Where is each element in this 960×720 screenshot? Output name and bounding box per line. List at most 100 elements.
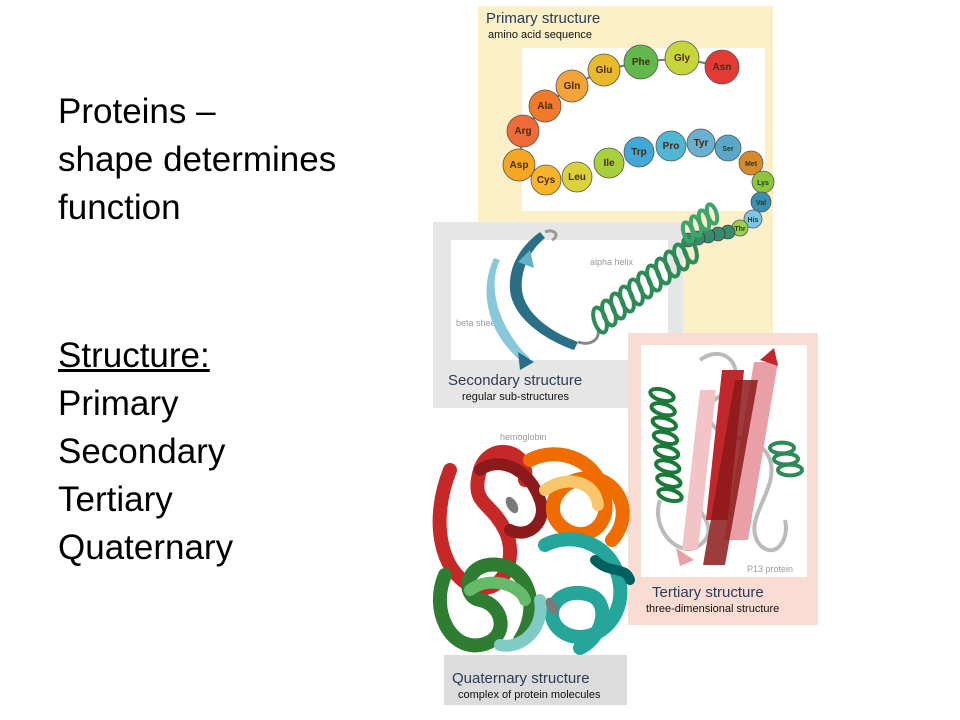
- title-line-3: function: [58, 188, 181, 227]
- protein-structure-figure: Primary structure amino acid sequence As…: [432, 6, 818, 705]
- helix-turn: [651, 429, 680, 446]
- amino-acid-bead: [502, 148, 536, 182]
- amino-acid-label: Met: [745, 161, 758, 168]
- helix-turn: [776, 462, 804, 478]
- hemo-chain-lightgreen: [464, 576, 531, 606]
- amino-acid-label: Phe: [632, 57, 651, 68]
- primary-subtitle: amino acid sequence: [488, 29, 592, 41]
- title-line-2: shape determines: [58, 140, 337, 179]
- amino-acid-label: Tyr: [694, 138, 709, 149]
- amino-acid-bead: [743, 209, 763, 229]
- amino-acid-label: Leu: [568, 172, 586, 183]
- amino-acid-label: His: [748, 217, 759, 224]
- beta-arrow-head-1: [518, 250, 534, 268]
- level-quaternary: Quaternary: [58, 528, 234, 567]
- structure-list: Structure: Primary Secondary Tertiary Qu…: [58, 332, 418, 572]
- quaternary-subtitle: complex of protein molecules: [458, 689, 601, 701]
- helix-turn: [650, 415, 678, 432]
- amino-acid-label: Lys: [757, 180, 769, 187]
- tertiary-strand-4: [703, 380, 758, 565]
- tertiary-subtitle: three-dimensional structure: [646, 603, 779, 615]
- tertiary-strand-3: [682, 390, 716, 550]
- amino-acid-bead: [587, 53, 621, 87]
- hemoglobin-label: hemoglobin: [500, 432, 547, 442]
- structure-heading: Structure:: [58, 336, 210, 375]
- loop-segment: [544, 229, 558, 242]
- amino-acid-label: Thr: [734, 226, 746, 233]
- amino-acid-label: Trp: [631, 147, 647, 158]
- amino-acid-bead: [561, 161, 593, 193]
- amino-acid-label: Gly: [674, 53, 691, 64]
- secondary-title: Secondary structure: [448, 372, 582, 389]
- amino-acid-bead: [530, 164, 562, 196]
- tertiary-strand-2: [724, 362, 778, 540]
- quaternary-label-bg: [444, 655, 627, 705]
- amino-acid-bead: [555, 69, 589, 103]
- helix-turn: [704, 202, 720, 226]
- hemo-chain-darkteal: [590, 555, 635, 585]
- amino-acid-bead: [704, 49, 740, 85]
- amino-acid-bead: [655, 130, 687, 162]
- amino-acid-label: Ala: [537, 101, 553, 112]
- hemo-chain-darkred: [474, 458, 548, 539]
- hemoglobin-model: [432, 445, 635, 655]
- quaternary-title: Quaternary structure: [452, 670, 590, 687]
- level-tertiary: Tertiary: [58, 480, 173, 519]
- amino-acid-label: Ser: [722, 146, 734, 153]
- amino-acid-label: Pro: [663, 141, 680, 152]
- amino-acid-bead: [528, 89, 562, 123]
- amino-acid-label: Val: [756, 200, 766, 207]
- hemo-chain-teal: [538, 532, 628, 655]
- amino-acid-bead: [593, 147, 625, 179]
- hemo-chain-lightteal: [494, 594, 547, 652]
- amino-acid-bead: [506, 114, 540, 148]
- amino-acid-bead: [738, 150, 764, 176]
- level-secondary: Secondary: [58, 432, 226, 471]
- amino-acid-bead: [750, 191, 772, 213]
- title-line-1: Proteins –: [58, 92, 216, 131]
- helix-turn: [648, 386, 676, 404]
- amino-acid-label: Asp: [510, 160, 529, 171]
- amino-acid-bead: [623, 44, 659, 80]
- helix-turn: [652, 444, 681, 461]
- p13-label: P13 protein: [747, 564, 793, 574]
- helix-turn: [655, 472, 683, 489]
- amino-acid-label: Asn: [713, 62, 732, 73]
- tertiary-structure-panel: P13 protein Tertiary structure three-dim…: [628, 333, 818, 625]
- secondary-subtitle: regular sub-structures: [462, 391, 569, 403]
- amino-acid-label: Gln: [564, 81, 581, 92]
- amino-acid-label: Arg: [514, 126, 531, 137]
- hemo-chain-yellow: [539, 475, 604, 511]
- heme-group-1: [505, 496, 519, 514]
- helix-turn: [649, 401, 677, 418]
- quaternary-structure-panel: hemoglobin Quaternary structure complex …: [432, 432, 635, 705]
- alpha-helix: [591, 202, 720, 335]
- heme-group-2: [545, 597, 559, 615]
- amino-acid-bead: [714, 134, 742, 162]
- beta-arrow-head-2: [518, 352, 534, 370]
- alpha-helix-label: alpha helix: [590, 257, 634, 267]
- hemo-chain-green: [433, 557, 538, 653]
- amino-acid-label: Glu: [596, 65, 613, 76]
- tertiary-title: Tertiary structure: [652, 584, 764, 601]
- amino-acid-label: Ile: [603, 158, 615, 169]
- level-primary: Primary: [58, 384, 179, 423]
- beta-sheet-label: beta sheet: [456, 318, 499, 328]
- helix-turn: [654, 458, 682, 475]
- primary-title: Primary structure: [486, 10, 600, 27]
- amino-acid-bead: [686, 128, 716, 158]
- beta-strand-2: [486, 258, 530, 364]
- amino-acid-bead: [623, 136, 655, 168]
- helix-turn: [656, 486, 684, 504]
- amino-acid-label: Cys: [537, 175, 556, 186]
- amino-acid-bead: [664, 40, 700, 76]
- loop-segment-2: [577, 329, 600, 345]
- hemo-chain-orange: [523, 447, 630, 547]
- tertiary-helix-1: [648, 386, 684, 504]
- tertiary-helix-2: [768, 440, 804, 478]
- slide-text: Proteins – shape determines function Str…: [58, 88, 418, 572]
- tertiary-arrow-1: [760, 348, 778, 366]
- tertiary-arrow-2: [676, 548, 694, 566]
- slide-title: Proteins – shape determines function: [58, 88, 418, 232]
